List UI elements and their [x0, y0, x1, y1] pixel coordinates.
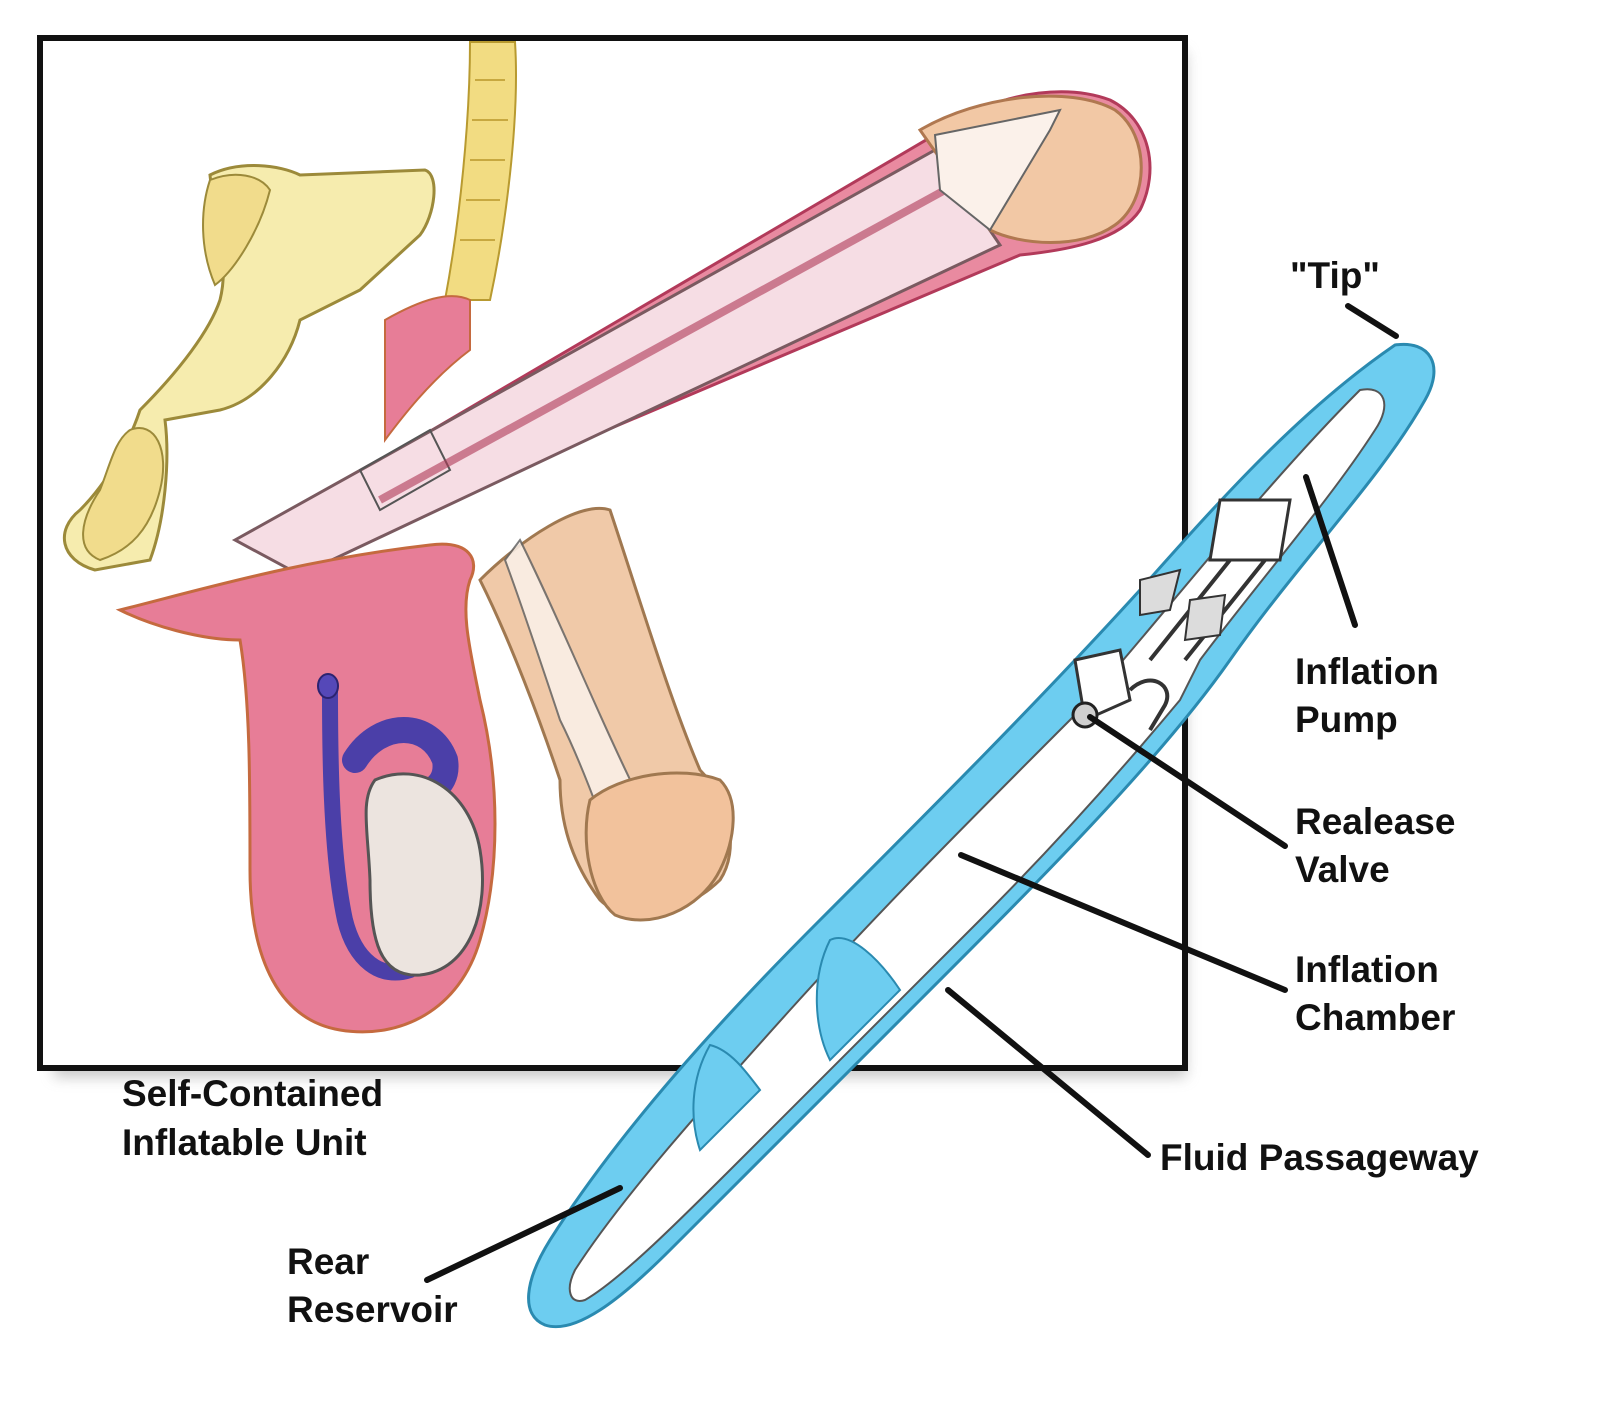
- labels: "Tip" Inflation Pump Realease Valve Infl…: [122, 255, 1479, 1330]
- pubic-bone-cross-section-lower: [82, 427, 165, 562]
- reservoir-separator: [692, 1043, 762, 1152]
- fluid-loop: [1128, 678, 1170, 732]
- label-rear-reservoir-line1: Rear: [287, 1241, 369, 1282]
- implant-cross-section: [527, 342, 1436, 1329]
- pump-valve-a: [1139, 568, 1182, 617]
- chamber-separator: [815, 937, 902, 1062]
- release-valve-knob: [1071, 701, 1099, 729]
- leader-inflation-chamber: [958, 852, 1288, 993]
- tubing-end: [317, 673, 339, 699]
- pump-valve-b: [1183, 593, 1227, 642]
- leader-rear-reservoir: [424, 1185, 623, 1283]
- leader-fluid-passageway: [945, 987, 1151, 1158]
- testis: [364, 772, 484, 977]
- implant-inner-lumen: [568, 388, 1386, 1302]
- inset-caption-line2: Inflatable Unit: [122, 1122, 367, 1163]
- spermatic-tube-illustration: [443, 41, 517, 301]
- label-rear-reservoir-line2: Reservoir: [287, 1289, 458, 1330]
- leader-inflation-pump: [1303, 474, 1358, 628]
- cylinder-tip-erect: [933, 108, 1062, 232]
- pump-cap: [1208, 498, 1292, 562]
- pubic-bone-cross-section: [202, 173, 272, 287]
- label-tip: "Tip": [1290, 255, 1380, 296]
- label-release-valve-line2: Valve: [1295, 849, 1390, 890]
- label-inflation-chamber-line2: Chamber: [1295, 997, 1455, 1038]
- cylinder-stripe: [378, 186, 947, 504]
- reservoir-tubing: [322, 682, 418, 981]
- label-inflation-pump-line2: Pump: [1295, 699, 1398, 740]
- label-inflation-pump-line1: Inflation: [1295, 651, 1439, 692]
- cylinder-mesh: [358, 428, 452, 512]
- label-fluid-passageway: Fluid Passageway: [1160, 1137, 1479, 1178]
- label-release-valve-line1: Realease: [1295, 801, 1455, 842]
- inset-caption-line1: Self-Contained: [122, 1073, 383, 1114]
- glans-flaccid: [584, 771, 735, 922]
- label-inflation-chamber-line1: Inflation: [1295, 949, 1439, 990]
- leader-tip: [1345, 303, 1399, 339]
- leader-release-valve: [1087, 714, 1288, 849]
- shaft-base-tissue: [384, 295, 471, 443]
- implant-cylinder-erect: [231, 148, 1003, 577]
- tube-texture: [460, 79, 508, 241]
- leader-lines: [424, 303, 1399, 1283]
- anatomy-inset: [62, 41, 1152, 1034]
